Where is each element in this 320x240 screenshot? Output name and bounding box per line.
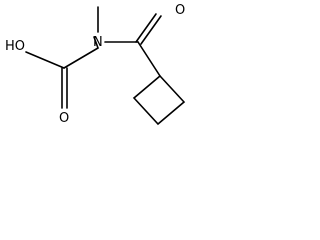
atom-label-carboxyl-oxygen: O xyxy=(59,111,69,126)
bond-ch2-n xyxy=(93,36,99,49)
bond-carbonyl-o-double-2 xyxy=(140,15,162,45)
atom-label-hydroxyl: HO xyxy=(5,39,25,54)
atom-label-amide-oxygen: O xyxy=(175,3,185,18)
bond-c-ch2 xyxy=(63,47,99,69)
atom-label-nitrogen: N xyxy=(93,35,103,50)
bond-carbonyl-o-double-1 xyxy=(135,13,157,43)
cyclobutane-ring xyxy=(132,74,186,126)
bond-carbonyl-cyclobutyl xyxy=(137,41,161,77)
chemical-structure-diagram: HO O N O xyxy=(5,3,186,126)
bond-oh-c xyxy=(25,51,65,69)
